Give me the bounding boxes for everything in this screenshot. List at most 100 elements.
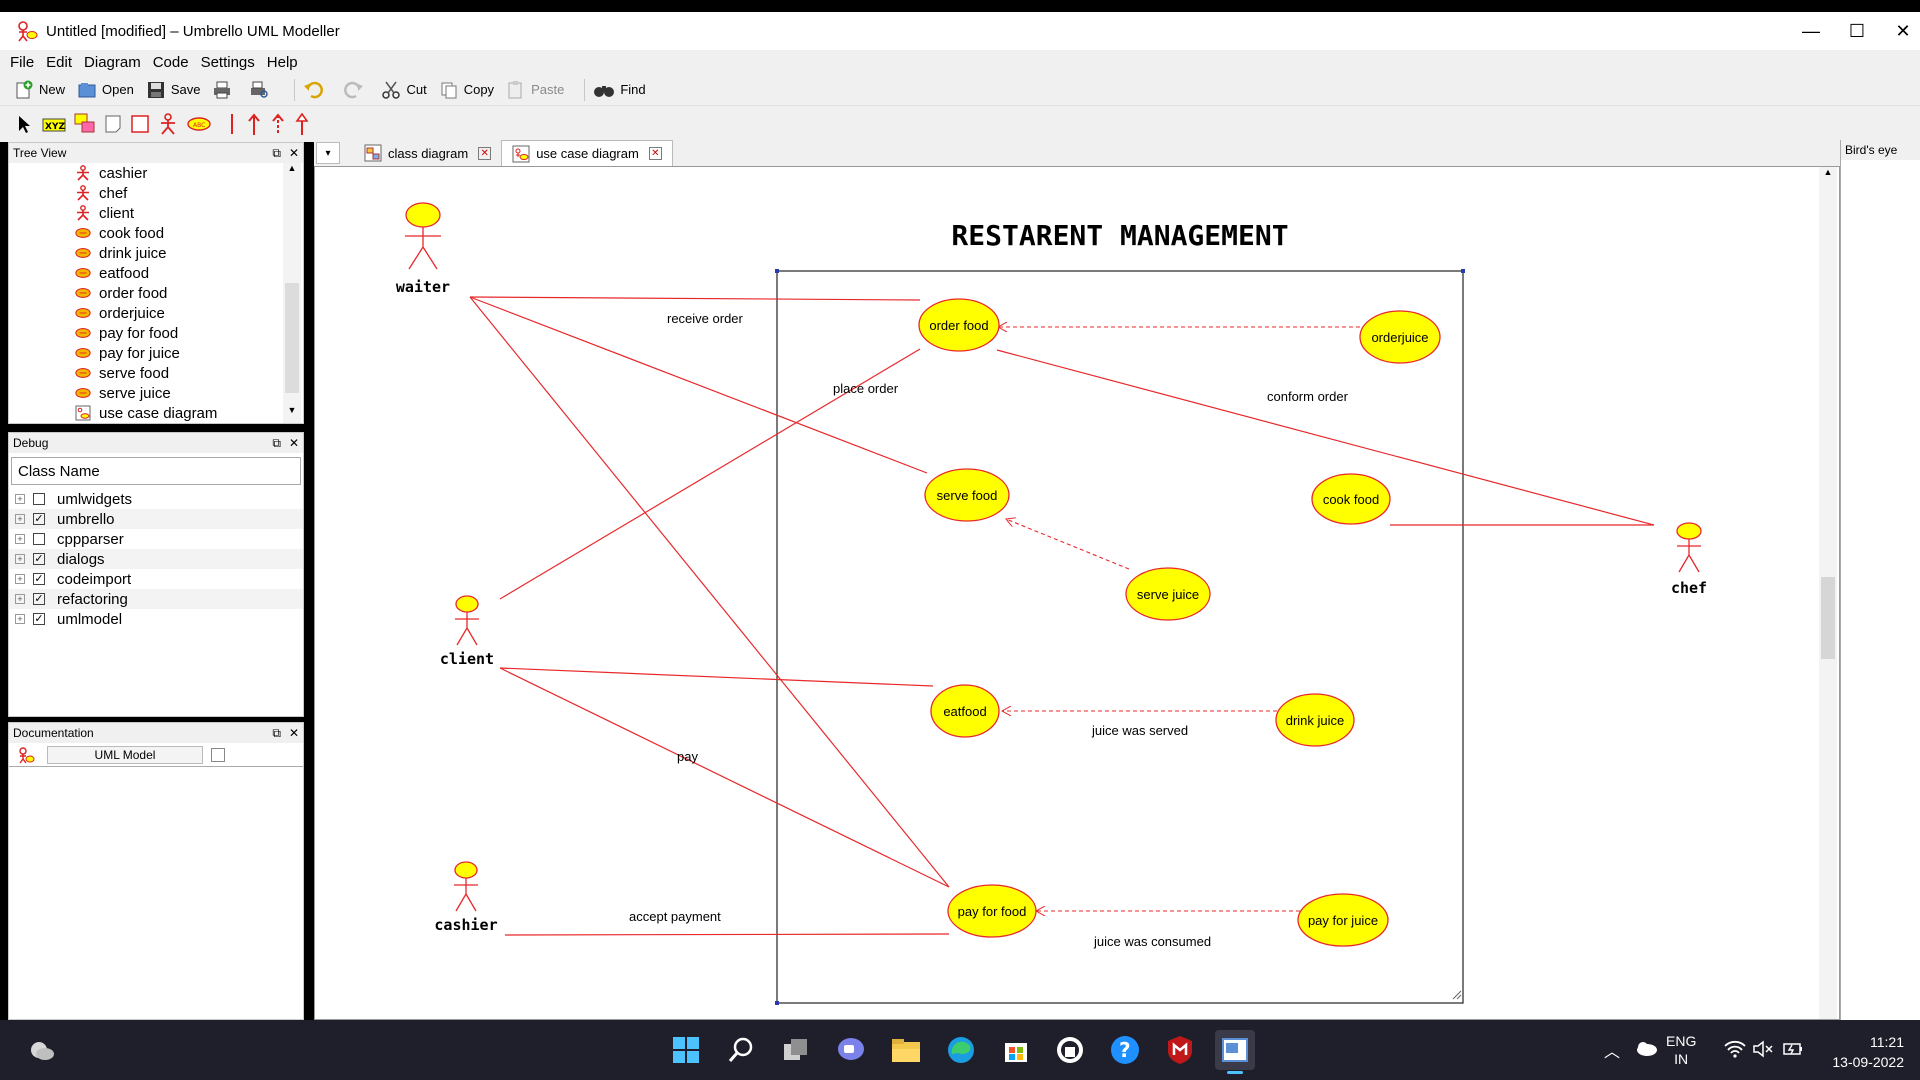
debug-checkbox[interactable]: ✓: [33, 513, 45, 525]
print-preview-button[interactable]: [249, 80, 274, 100]
expand-icon[interactable]: +: [15, 574, 25, 584]
tree-item[interactable]: orderjuice: [9, 303, 303, 323]
resize-grip[interactable]: [1452, 990, 1462, 1000]
copy-button[interactable]: Copy: [439, 80, 494, 100]
debug-item[interactable]: +umlwidgets: [9, 489, 303, 509]
start-icon[interactable]: [666, 1030, 706, 1070]
tree-item[interactable]: cashier: [9, 163, 303, 183]
expand-icon[interactable]: +: [15, 554, 25, 564]
uml-model-field[interactable]: UML Model: [47, 745, 203, 764]
expand-icon[interactable]: +: [15, 594, 25, 604]
redo-button[interactable]: [342, 80, 369, 100]
selection-handle[interactable]: [775, 269, 779, 273]
association-cashier-pay-for-food[interactable]: [504, 933, 950, 936]
debug-checkbox[interactable]: ✓: [33, 573, 45, 585]
find-button[interactable]: Find: [593, 80, 646, 100]
association-waiter-order-food[interactable]: [469, 296, 921, 301]
association-waiter-pay-for-food[interactable]: [469, 296, 950, 888]
menu-help[interactable]: Help: [266, 53, 298, 71]
system-boundary[interactable]: [776, 270, 1464, 1004]
close-icon[interactable]: ✕: [288, 145, 299, 160]
scroll-up-icon[interactable]: ▲: [1823, 167, 1833, 177]
battery-charging-icon[interactable]: [1782, 1040, 1804, 1061]
expand-icon[interactable]: +: [15, 534, 25, 544]
search-icon[interactable]: [721, 1030, 761, 1070]
association-client-pay-for-food[interactable]: [499, 667, 950, 888]
tree-item[interactable]: order food: [9, 283, 303, 303]
actor-waiter[interactable]: waiter: [396, 202, 450, 296]
new-button[interactable]: New: [14, 80, 65, 100]
paste-button[interactable]: Paste: [506, 80, 564, 100]
menu-code[interactable]: Code: [152, 53, 189, 71]
usecase-cook-food[interactable]: cook food: [1311, 473, 1391, 525]
tree-item[interactable]: pay for juice: [9, 343, 303, 363]
tab-close-icon[interactable]: ✕: [478, 146, 492, 160]
association-waiter-serve-food[interactable]: [469, 296, 928, 474]
usecase-serve-juice[interactable]: serve juice: [1125, 567, 1211, 621]
usecase-pay-for-juice[interactable]: pay for juice: [1297, 893, 1389, 947]
file-explorer-icon[interactable]: [886, 1030, 926, 1070]
maximize-button[interactable]: ☐: [1848, 20, 1866, 41]
actor-client[interactable]: client: [440, 595, 494, 668]
text-tool[interactable]: XYZ: [42, 114, 66, 134]
debug-checkbox[interactable]: ✓: [33, 613, 45, 625]
class-name-column-header[interactable]: Class Name: [11, 457, 301, 485]
tree-scrollbar[interactable]: ▲ ▼: [283, 163, 301, 423]
usecase-eatfood[interactable]: eatfood: [930, 684, 1000, 738]
use-case-diagram[interactable]: RESTARENT MANAGEMENT receive order place…: [315, 167, 1840, 1020]
note-tool[interactable]: [104, 114, 122, 134]
scroll-down-icon[interactable]: ▼: [287, 405, 297, 415]
tree-item[interactable]: client: [9, 203, 303, 223]
tab-menu-button[interactable]: ▾: [316, 142, 340, 164]
menu-edit[interactable]: Edit: [46, 53, 73, 71]
box-tool[interactable]: [130, 114, 150, 134]
weather-icon[interactable]: [22, 1030, 62, 1070]
umbrello-taskbar-icon[interactable]: [1215, 1030, 1255, 1074]
association-chef-order-food[interactable]: [996, 349, 1655, 526]
close-icon[interactable]: ✕: [288, 725, 299, 740]
label-pay[interactable]: pay: [677, 749, 698, 764]
help-icon[interactable]: ?: [1105, 1030, 1145, 1070]
expand-icon[interactable]: +: [15, 494, 25, 504]
mcafee-icon[interactable]: [1160, 1030, 1200, 1070]
association-client-eatfood[interactable]: [499, 667, 934, 687]
wifi-icon[interactable]: [1724, 1040, 1746, 1061]
debug-checkbox[interactable]: ✓: [33, 593, 45, 605]
association-client-order-food[interactable]: [499, 348, 921, 600]
app-icon[interactable]: [1050, 1030, 1090, 1070]
debug-checkbox[interactable]: [33, 533, 45, 545]
close-window-button[interactable]: ✕: [1895, 20, 1911, 41]
selection-handle[interactable]: [1461, 269, 1465, 273]
label-receive-order[interactable]: receive order: [667, 311, 744, 326]
tree-item[interactable]: drink juice: [9, 243, 303, 263]
label-juice-was-consumed[interactable]: juice was consumed: [1093, 934, 1211, 949]
debug-item[interactable]: +✓refactoring: [9, 589, 303, 609]
generalization-tool[interactable]: [294, 112, 310, 136]
debug-item[interactable]: +cppparser: [9, 529, 303, 549]
clock[interactable]: 11:21 13-09-2022: [1816, 1032, 1904, 1072]
scroll-up-icon[interactable]: ▲: [287, 163, 297, 173]
usecase-tool[interactable]: ABC: [186, 115, 212, 133]
usecase-pay-for-food[interactable]: pay for food: [947, 884, 1037, 938]
expand-icon[interactable]: +: [15, 514, 25, 524]
box-text-tool[interactable]: [74, 113, 96, 135]
show-hidden-icons-chevron-icon[interactable]: ︿: [1604, 1044, 1621, 1061]
tree-item[interactable]: cook food: [9, 223, 303, 243]
save-button[interactable]: Save: [146, 80, 200, 100]
usecase-orderjuice[interactable]: orderjuice: [1359, 310, 1441, 364]
debug-item[interactable]: +✓codeimport: [9, 569, 303, 589]
debug-item[interactable]: +✓dialogs: [9, 549, 303, 569]
store-icon[interactable]: [996, 1030, 1036, 1070]
tree-item[interactable]: chef: [9, 183, 303, 203]
tree-item[interactable]: use case diagram: [9, 403, 303, 423]
tree-item[interactable]: serve food: [9, 363, 303, 383]
diagram-title[interactable]: RESTARENT MANAGEMENT: [951, 219, 1288, 252]
scroll-thumb[interactable]: [285, 283, 299, 393]
usecase-order-food[interactable]: order food: [918, 298, 1000, 352]
close-icon[interactable]: ✕: [288, 435, 299, 450]
dependency-serve-juice-serve-food[interactable]: [1006, 519, 1130, 570]
print-button[interactable]: [212, 80, 237, 100]
scroll-thumb[interactable]: [1821, 577, 1835, 659]
label-conform-order[interactable]: conform order: [1267, 389, 1349, 404]
label-place-order[interactable]: place order: [833, 381, 899, 396]
